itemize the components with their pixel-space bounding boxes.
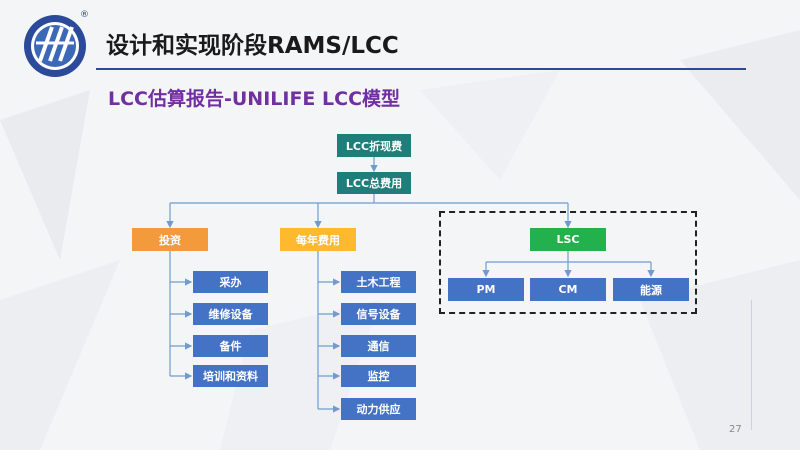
node-maintenance-equipment: 维修设备 xyxy=(193,303,268,325)
node-annual-cost: 每年费用 xyxy=(280,228,356,251)
title-underline xyxy=(96,68,746,70)
node-pm: PM xyxy=(448,278,524,301)
page-subtitle: LCC估算报告-UNILIFE LCC模型 xyxy=(108,88,401,110)
node-communication: 通信 xyxy=(341,335,416,357)
node-signal-equipment: 信号设备 xyxy=(341,303,416,325)
node-procurement: 采办 xyxy=(193,271,268,293)
node-lcc-discounted: LCC折现费 xyxy=(337,134,411,157)
page-title: 设计和实现阶段RAMS/LCC xyxy=(106,33,399,59)
node-spare-parts: 备件 xyxy=(193,335,268,357)
company-logo xyxy=(24,15,86,77)
node-monitoring: 监控 xyxy=(341,365,416,387)
node-investment: 投资 xyxy=(132,228,208,251)
node-power-supply: 动力供应 xyxy=(341,398,416,420)
page-number: 27 xyxy=(729,424,742,435)
node-lcc-total: LCC总费用 xyxy=(337,172,411,194)
node-lsc: LSC xyxy=(530,228,606,251)
page-side-rule xyxy=(751,300,752,430)
registered-mark: ® xyxy=(80,10,89,20)
node-energy: 能源 xyxy=(613,278,689,301)
node-civil-works: 土木工程 xyxy=(341,271,416,293)
node-cm: CM xyxy=(530,278,606,301)
lsc-group-frame xyxy=(439,211,697,314)
node-training-docs: 培训和资料 xyxy=(193,365,268,387)
